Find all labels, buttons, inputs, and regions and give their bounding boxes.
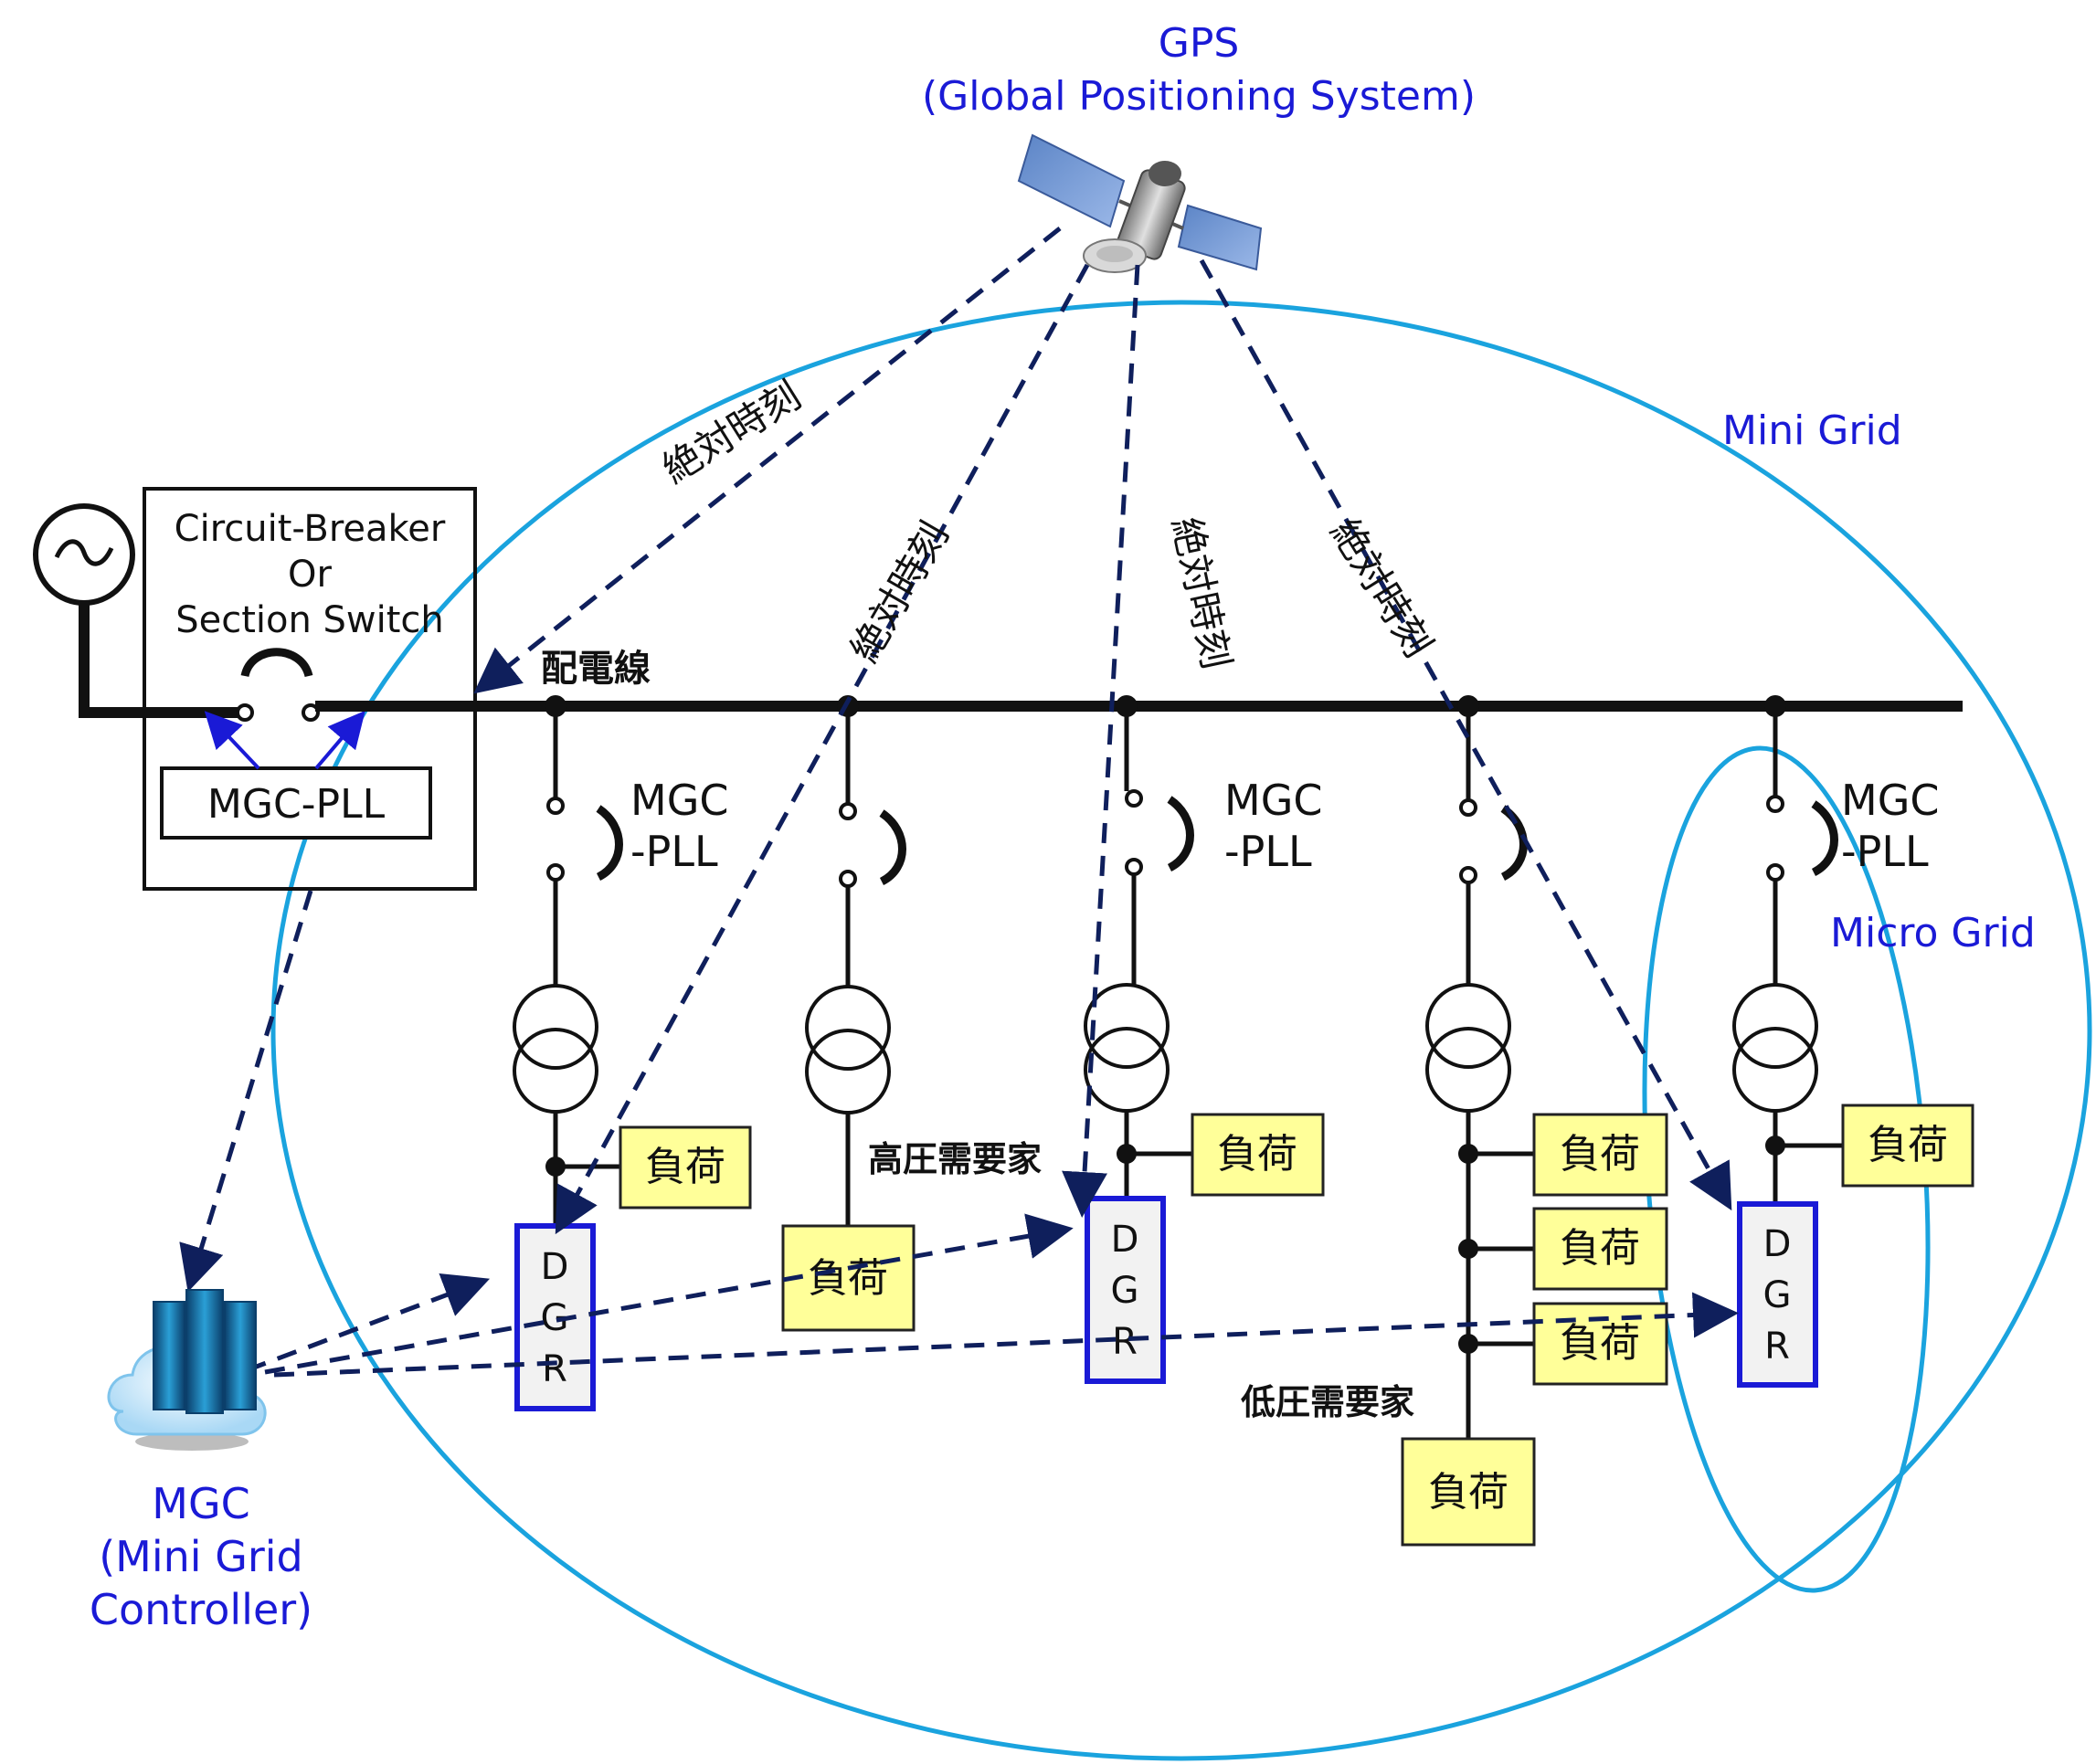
load-box-1 <box>619 1125 752 1209</box>
breaker-pll-box <box>160 766 432 840</box>
server-cloud-icon <box>107 1289 267 1451</box>
branch-2 <box>805 706 906 1226</box>
mgc-arrow-dgr5 <box>273 1292 1739 1378</box>
dgr-box-3 <box>1085 1196 1166 1384</box>
gps-title: GPS <box>1159 20 1240 67</box>
satellite-icon <box>1017 133 1263 273</box>
absolute-time-label-4: 絶対時刻 <box>1322 511 1442 664</box>
load-box-3 <box>1191 1113 1325 1197</box>
absolute-time-label-1: 絶対時刻 <box>654 373 808 492</box>
dgr-box-1 <box>514 1223 596 1411</box>
mgc-pll-5-line1: MGC <box>1841 776 1939 825</box>
transformer-icon <box>513 984 598 1114</box>
load-label-3: 負荷 <box>1217 1131 1297 1178</box>
dgr-1-d: D <box>541 1246 569 1288</box>
transformer-icon <box>1732 983 1818 1113</box>
mgc-pll-3-line2: -PLL <box>1224 827 1312 876</box>
mini-grid-boundary <box>270 300 2092 1761</box>
dgr-5-g: G <box>1763 1274 1792 1316</box>
load-box-5 <box>1841 1104 1974 1188</box>
load-label-4b: 負荷 <box>1560 1225 1640 1272</box>
mgc-line3: Controller) <box>90 1585 312 1634</box>
mgc-pll-3-line1: MGC <box>1224 776 1322 825</box>
dgr-3-r: R <box>1112 1321 1138 1363</box>
mgc-pll-1-line1: MGC <box>630 776 728 825</box>
micro-grid-label: Micro Grid <box>1830 910 2036 956</box>
high-voltage-customer-label: 高圧需要家 <box>868 1139 1042 1179</box>
gps-arrow-dgr1 <box>555 263 1090 1235</box>
transformer-icon <box>1084 983 1170 1113</box>
load-box-4a <box>1532 1113 1668 1197</box>
gps-arrow-breaker <box>473 227 1062 694</box>
source-feeder-wire <box>79 603 242 718</box>
load-box-4d <box>1401 1437 1536 1547</box>
load-label-5: 負荷 <box>1868 1122 1948 1168</box>
absolute-time-label-2: 絶対時刻 <box>842 514 957 670</box>
ac-source-icon <box>33 503 135 606</box>
dgr-box-5 <box>1737 1201 1818 1388</box>
mgc-breaker-link <box>179 890 313 1293</box>
dgr-3-g: G <box>1111 1270 1139 1312</box>
mgc-arrow-dgr3 <box>264 1213 1074 1375</box>
dgr-1-r: R <box>542 1348 567 1390</box>
mgc-pll-1-line2: -PLL <box>630 827 718 876</box>
dgr-3-d: D <box>1111 1219 1139 1261</box>
load-label-4a: 負荷 <box>1560 1131 1640 1178</box>
transformer-icon <box>1425 983 1511 1113</box>
mgc-arrow-dgr1 <box>246 1273 491 1373</box>
low-voltage-customer-label: 低圧需要家 <box>1241 1382 1414 1422</box>
branch-4 <box>1425 706 1534 1439</box>
branch-1 <box>513 706 623 1226</box>
load-label-2: 負荷 <box>808 1255 888 1302</box>
breaker-line2: Or <box>288 554 332 596</box>
load-label-4c: 負荷 <box>1560 1320 1640 1367</box>
breaker-line1: Circuit-Breaker <box>175 508 446 550</box>
gps-subtitle: (Global Positioning System) <box>922 73 1476 120</box>
dgr-5-d: D <box>1763 1223 1792 1265</box>
breaker-switch-arc <box>240 648 313 678</box>
mgc-pll-5-line2: -PLL <box>1841 827 1929 876</box>
load-box-4b <box>1532 1207 1668 1291</box>
load-box-2 <box>781 1224 916 1332</box>
breaker-line3: Section Switch <box>175 599 444 641</box>
gps-arrow-dgr5 <box>1199 259 1732 1211</box>
mgc-line2: (Mini Grid <box>99 1532 303 1581</box>
distribution-line-label: 配電線 <box>541 648 651 690</box>
branch-5 <box>1732 706 1843 1204</box>
breaker-pll-label: MGC-PLL <box>207 781 386 828</box>
absolute-time-label-3: 絶対時刻 <box>1163 513 1239 673</box>
dgr-5-r: R <box>1764 1326 1790 1368</box>
gps-arrow-dgr3 <box>1062 264 1140 1218</box>
load-label-4d: 負荷 <box>1428 1469 1508 1516</box>
branch-3 <box>1084 706 1194 1197</box>
transformer-icon <box>805 985 891 1114</box>
load-label-1: 負荷 <box>645 1144 725 1190</box>
mgc-line1: MGC <box>152 1479 249 1528</box>
mini-grid-label: Mini Grid <box>1722 407 1902 454</box>
